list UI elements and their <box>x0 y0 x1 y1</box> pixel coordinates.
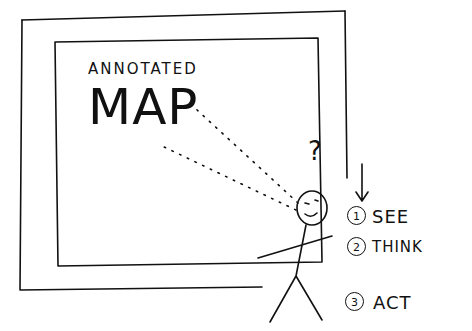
step-label: SEE <box>372 208 409 226</box>
question-mark: ? <box>308 138 323 164</box>
inner-frame <box>55 38 322 266</box>
pointer-arrow <box>356 164 368 201</box>
sight-line <box>160 145 296 210</box>
callout-number: 1 <box>348 210 365 221</box>
callout-number: 2 <box>348 241 365 252</box>
stick-figure-face <box>305 200 318 216</box>
step-label: ACT <box>373 294 412 312</box>
sight-line <box>195 108 298 203</box>
step-label: THINK <box>372 240 423 255</box>
stick-figure-body <box>258 225 332 322</box>
step-circle: 1 <box>347 206 366 225</box>
callout-number: 3 <box>346 296 363 307</box>
map-board: ANNOTATED MAP <box>55 40 320 265</box>
outer-frame <box>22 11 345 20</box>
step-circle: 3 <box>345 292 364 311</box>
step-circle: 2 <box>347 237 366 256</box>
stick-figure-head <box>297 191 327 225</box>
board-title: MAP <box>88 82 199 132</box>
outer-frame <box>345 11 347 178</box>
board-heading: ANNOTATED <box>88 62 198 77</box>
